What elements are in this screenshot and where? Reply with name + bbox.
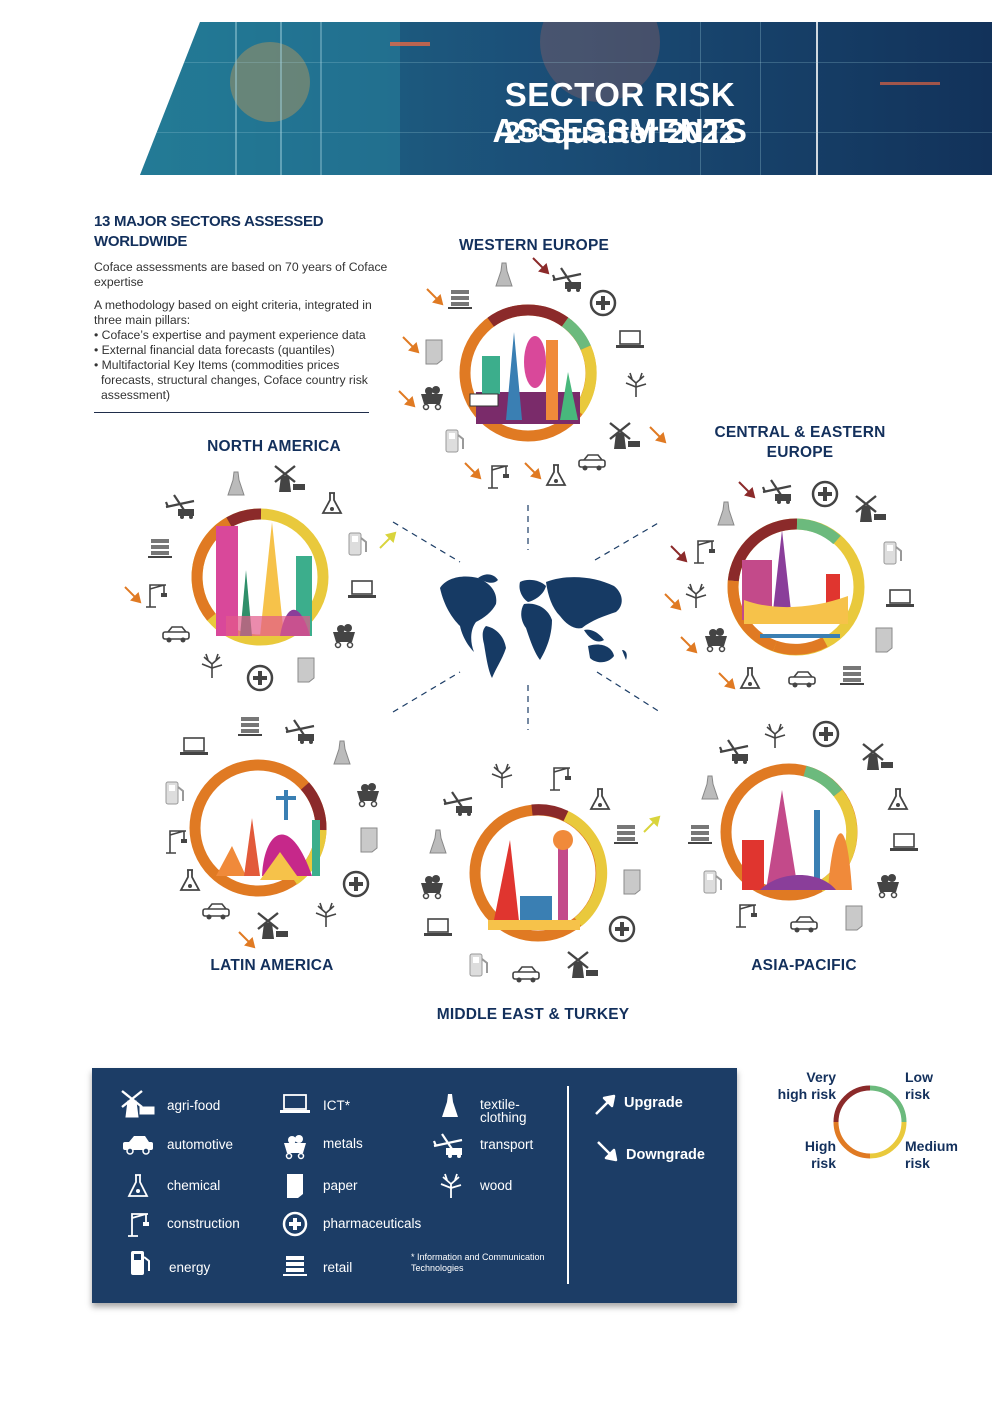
footnote-line: * Information and Communication [411, 1252, 545, 1262]
intro-bullet: • External financial data forecasts (qua… [94, 343, 335, 357]
metals-icon [284, 1135, 306, 1160]
banner-background [140, 22, 992, 175]
skyline-latin-america [216, 790, 320, 880]
intro-bullets: • Coface’s expertise and payment experie… [94, 328, 394, 403]
legend-textile-clothing: textile- clothing [480, 1097, 527, 1125]
upgrade-arrow-icon [595, 1094, 616, 1115]
legend-panel: agri-food automotive chemical constructi… [92, 1068, 737, 1303]
legend-retail: retail [323, 1260, 353, 1275]
legend-downgrade: Downgrade [626, 1147, 705, 1163]
agri-food-icon [121, 1090, 155, 1118]
legend-divider [567, 1086, 569, 1284]
risk-label-low: Low risk [905, 1069, 965, 1103]
legend-textile-line: textile- [480, 1097, 520, 1112]
sector-icons-central-eastern-europe [664, 478, 915, 689]
sector-icons-middle-east-turkey [420, 763, 660, 984]
chemical-icon [127, 1174, 149, 1197]
page-title: SECTOR RISK ASSESSMENTS [492, 76, 748, 149]
risk-label-line: Medium [905, 1138, 958, 1154]
region-label-central-eastern-europe: CENTRAL & EASTERN EUROPE [690, 423, 910, 463]
footnote-line: Technologies [411, 1263, 464, 1273]
intro-divider [94, 412, 369, 413]
intro-paragraph-2: A methodology based on eight criteria, i… [94, 298, 372, 327]
legend-wood: wood [480, 1178, 513, 1193]
energy-icon [131, 1251, 150, 1275]
quarter-suffix: nd [521, 121, 544, 141]
ring-central-eastern-europe [727, 518, 865, 656]
skyline-north-america [216, 522, 312, 636]
risk-label-very-high: Very high risk [772, 1069, 836, 1103]
skyline-western-europe [469, 332, 580, 424]
risk-label-line: risk [905, 1155, 930, 1171]
risk-label-line: Very [806, 1069, 836, 1085]
downgrade-arrow-icon [597, 1141, 618, 1162]
ring-western-europe [459, 304, 597, 442]
legend-upgrade: Upgrade [624, 1095, 683, 1111]
world-map [440, 574, 627, 678]
ring-middle-east-turkey [469, 804, 608, 942]
risk-label-line: risk [811, 1155, 836, 1171]
connector-lines [392, 505, 661, 730]
pharmaceuticals-icon [282, 1211, 308, 1237]
region-label-line: EUROPE [766, 444, 834, 461]
automotive-icon [123, 1136, 153, 1155]
region-label-western-europe: WESTERN EUROPE [458, 237, 610, 254]
region-label-middle-east-turkey: MIDDLE EAST & TURKEY [436, 1006, 630, 1023]
legend-automotive: automotive [167, 1137, 234, 1152]
legend-metals: metals [323, 1136, 363, 1151]
legend-footnote: * Information and Communication Technolo… [411, 1252, 571, 1274]
risk-label-line: risk [905, 1086, 930, 1102]
legend-pharmaceuticals: pharmaceuticals [323, 1216, 422, 1231]
risk-scale-ring [833, 1085, 907, 1159]
wood-icon [440, 1173, 462, 1198]
construction-icon [128, 1213, 149, 1237]
skyline-asia-pacific [742, 790, 852, 890]
skyline-central-eastern-europe [742, 530, 848, 638]
sector-icons-north-america [124, 464, 396, 692]
intro-bullet: • Coface’s expertise and payment experie… [94, 328, 366, 342]
legend-transport: transport [480, 1137, 534, 1152]
intro-bullet: • Multifactorial Key Items (commodities … [94, 358, 368, 402]
intro-heading: 13 MAJOR SECTORS ASSESSED WORLDWIDE [94, 213, 324, 250]
quarter-text: quarter 2022 [543, 115, 737, 150]
legend-ict: ICT* [323, 1098, 350, 1113]
legend-textile-line: clothing [480, 1110, 527, 1125]
risk-label-line: high risk [777, 1086, 836, 1102]
region-label-latin-america: LATIN AMERICA [210, 957, 334, 974]
legend-agri-food: agri-food [167, 1098, 221, 1113]
ring-north-america [191, 508, 329, 646]
paper-icon [287, 1174, 303, 1198]
quarter-number: 2 [503, 115, 522, 150]
region-label-north-america: NORTH AMERICA [207, 438, 341, 455]
legend-chemical: chemical [167, 1178, 221, 1193]
transport-icon [432, 1133, 463, 1158]
risk-label-line: High [804, 1138, 836, 1154]
header-banner: SECTOR RISK ASSESSMENTS 2nd quarter 2022 [140, 22, 992, 175]
region-label-line: CENTRAL & EASTERN [714, 424, 886, 441]
sector-risk-diagram [124, 257, 919, 984]
ict-icon [280, 1094, 310, 1113]
risk-label-medium: Medium risk [905, 1138, 965, 1172]
legend-construction: construction [167, 1216, 240, 1231]
page-subtitle: 2nd quarter 2022 [410, 115, 830, 151]
legend-paper: paper [323, 1178, 358, 1193]
legend-energy: energy [169, 1260, 211, 1275]
risk-label-high: High risk [776, 1138, 836, 1172]
region-label-asia-pacific: ASIA-PACIFIC [751, 957, 857, 974]
intro-paragraph-1: Coface assessments are based on 70 years… [94, 260, 388, 289]
retail-icon [283, 1256, 307, 1276]
skyline-middle-east-turkey [488, 830, 580, 930]
textile-clothing-icon [442, 1094, 458, 1117]
risk-label-line: Low [905, 1069, 933, 1085]
